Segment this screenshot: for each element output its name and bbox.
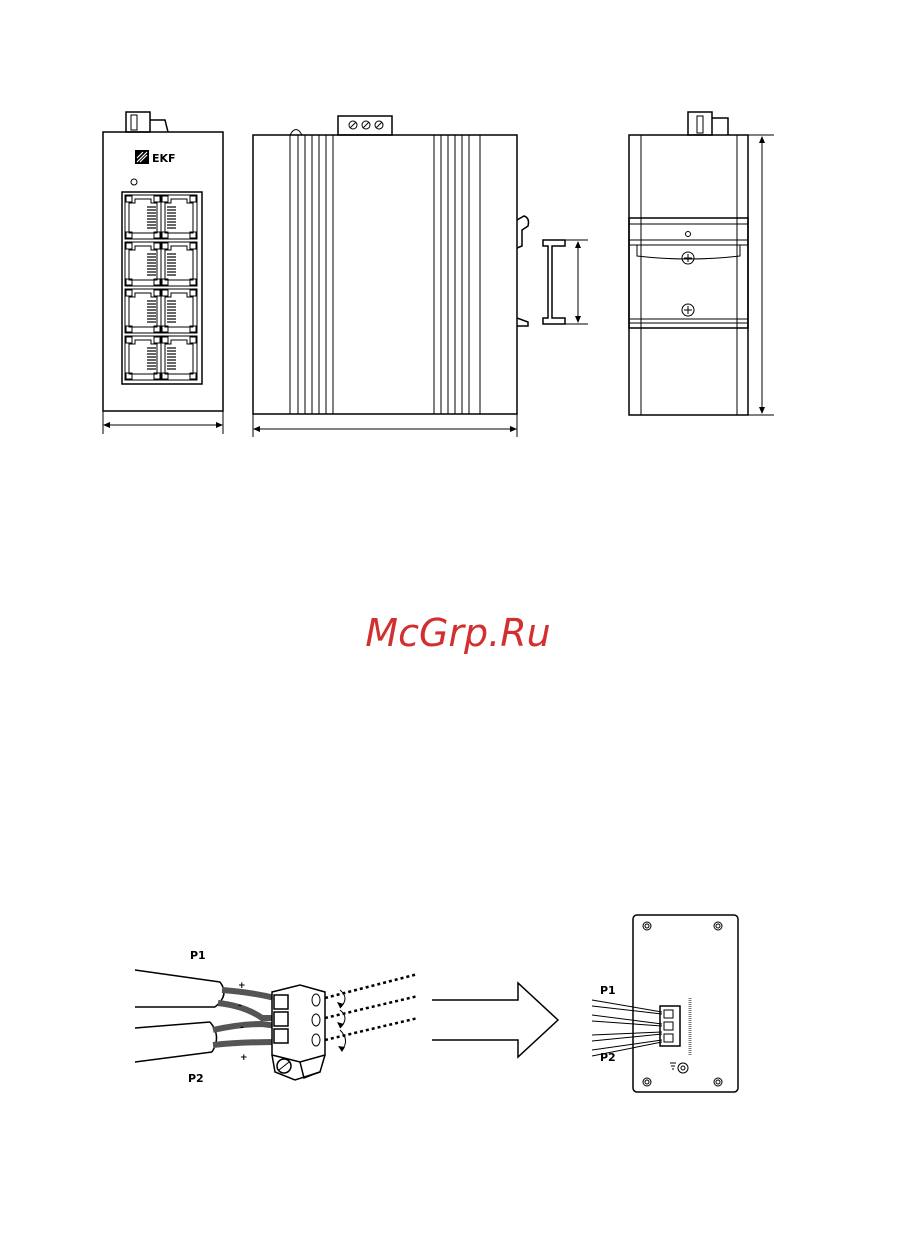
rj45-port — [161, 242, 197, 286]
ekf-logo: EKF — [135, 150, 176, 165]
din-rail — [543, 240, 565, 324]
front-view: EKF — [103, 112, 223, 434]
rear-top-connector — [688, 112, 712, 135]
mount-screw-bottom — [682, 304, 694, 316]
device-wire-2 — [592, 1015, 662, 1026]
status-led — [131, 179, 137, 185]
p1-minus-sign: - — [238, 1001, 242, 1011]
cable-label-p2: P2 — [188, 1072, 204, 1085]
device-terminal — [660, 1006, 680, 1046]
rj45-port — [125, 195, 161, 239]
guide-line-1 — [325, 974, 418, 998]
p2-minus-sign: - — [240, 1023, 244, 1033]
terminal-plug — [272, 985, 325, 1080]
device-wire-4 — [592, 1040, 662, 1056]
wire-p1-plus — [222, 990, 275, 998]
side-view — [253, 116, 588, 437]
watermark-text: McGrp.Ru — [365, 611, 550, 655]
rear-body — [629, 135, 748, 415]
guide-line-3 — [325, 1018, 418, 1040]
rj45-port — [161, 289, 197, 333]
rj45-port — [125, 242, 161, 286]
device-rear-panel — [633, 915, 738, 1092]
big-arrow — [432, 983, 558, 1057]
wire-p2-minus — [213, 1024, 278, 1030]
din-clip-top — [517, 216, 529, 248]
device-wire-1 — [592, 1000, 662, 1014]
device-label-p1: P1 — [600, 984, 616, 997]
p1-plus-sign: + — [238, 981, 246, 991]
side-body — [253, 135, 517, 414]
rj45-ports — [125, 195, 197, 380]
cable-label-p1: P1 — [190, 949, 206, 962]
front-body — [103, 132, 223, 411]
rear-view — [629, 112, 774, 415]
guide-line-2 — [325, 996, 418, 1018]
logo-text: EKF — [152, 152, 176, 165]
p2-plus-sign: + — [240, 1053, 248, 1063]
rj45-port — [161, 336, 197, 380]
din-clip-bottom — [517, 318, 528, 326]
device-wire-3 — [592, 1032, 662, 1041]
wiring-diagram: P1 P2 + - - + — [135, 915, 738, 1092]
wire-p1-minus — [218, 1003, 278, 1018]
rj45-port — [161, 195, 197, 239]
cable-p2 — [135, 1022, 212, 1062]
wire-p2-plus — [213, 1042, 278, 1045]
rj45-port — [125, 336, 161, 380]
ground-screw — [678, 1063, 688, 1073]
front-top-connector — [126, 112, 150, 132]
mount-screw-top — [682, 252, 694, 264]
rj45-port — [125, 289, 161, 333]
port-block — [122, 192, 202, 384]
cooling-fins — [290, 135, 480, 414]
cable-p1 — [135, 970, 220, 1007]
